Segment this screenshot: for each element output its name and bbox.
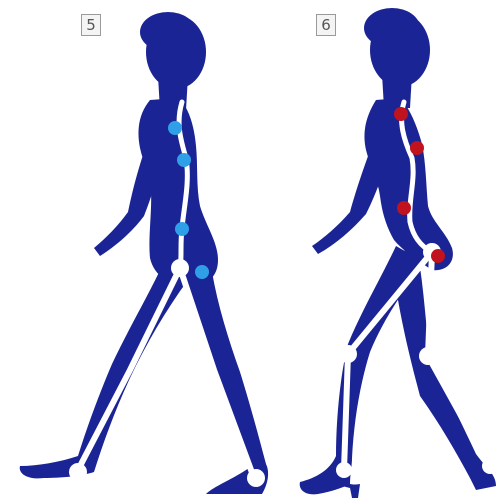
spine-marker	[168, 121, 182, 135]
spine-marker	[175, 222, 189, 236]
back-leg	[186, 272, 268, 494]
figure-flat-shoes	[20, 12, 268, 494]
spine-marker	[195, 265, 209, 279]
ankle-joint	[247, 469, 265, 487]
hair	[364, 8, 420, 48]
spine-marker	[431, 249, 445, 263]
spine-marker	[177, 153, 191, 167]
figure-high-heels	[300, 8, 497, 498]
hair	[140, 12, 196, 52]
spine-marker	[410, 141, 424, 155]
knee-joint	[419, 347, 437, 365]
front-leg-bone	[78, 268, 180, 470]
ankle-joint	[336, 462, 352, 478]
spine-marker	[394, 107, 408, 121]
spine-marker	[397, 201, 411, 215]
hip-joint	[171, 259, 189, 277]
front-leg	[20, 262, 188, 478]
ankle-joint	[69, 463, 87, 481]
knee-joint	[339, 345, 357, 363]
